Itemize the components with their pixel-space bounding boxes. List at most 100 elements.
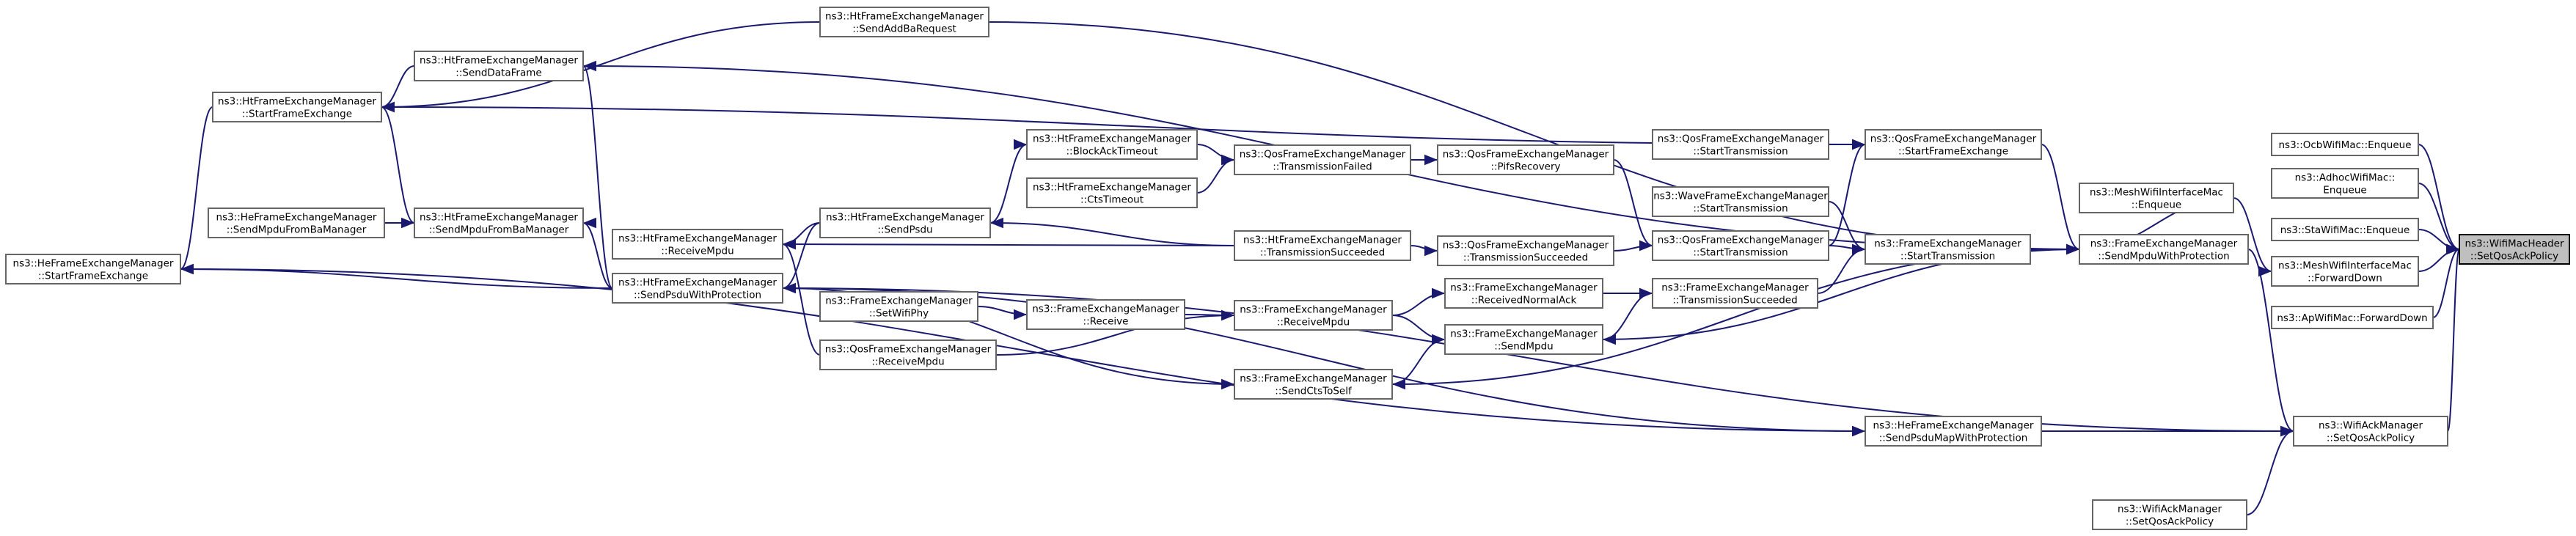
node-fe-txsucc[interactable]: ns3::FrameExchangeManager::TransmissionS…: [1652, 278, 1818, 309]
node-label-line: ::CtsTimeout: [1080, 194, 1144, 206]
node-fe-sendmpdu[interactable]: ns3::FrameExchangeManager::SendMpdu: [1444, 324, 1603, 355]
node-he-sendmpduba[interactable]: ns3::HeFrameExchangeManager::SendMpduFro…: [208, 208, 385, 238]
node-qos-pifs[interactable]: ns3::QosFrameExchangeManager::PifsRecove…: [1437, 144, 1614, 175]
node-hte-sendpsdu[interactable]: ns3::HtFrameExchangeManager::SendPsdu: [819, 208, 991, 238]
node-ack-setqos2[interactable]: ns3::WifiAckManager::SetQosAckPolicy: [2092, 499, 2247, 530]
node-box: [2293, 416, 2448, 447]
node-hte-sendpsduprot[interactable]: ns3::HtFrameExchangeManager::SendPsduWit…: [612, 273, 783, 304]
node-box: [5, 254, 181, 284]
edge-n_qos_txsucc-to-n_qos_starttx_b: [1613, 240, 1653, 252]
node-label-line: ns3::HtFrameExchangeManager: [1033, 133, 1191, 145]
node-hte-sendmpduba[interactable]: ns3::HtFrameExchangeManager::SendMpduFro…: [414, 208, 584, 238]
node-fe-starttx[interactable]: ns3::FrameExchangeManager::StartTransmis…: [1865, 234, 2031, 265]
node-box: [819, 291, 978, 322]
node-fe-recvnormalack[interactable]: ns3::FrameExchangeManager::ReceivedNorma…: [1444, 278, 1603, 309]
node-label-line: ns3::WaveFrameExchangeManager: [1653, 191, 1828, 202]
edge-n_ack_setqos2-to-n_ack_setqos: [2246, 425, 2294, 515]
node-label-line: ns3::HtFrameExchangeManager: [1243, 235, 1402, 246]
node-box: [1444, 278, 1603, 309]
node-box: [1437, 144, 1614, 175]
node-adhoc-enqueue[interactable]: ns3::AdhocWifiMac::Enqueue: [2271, 168, 2419, 199]
node-label-line: ::SendAddBaRequest: [852, 23, 956, 35]
node-box: [1652, 186, 1829, 217]
edge-n_mesh_fwddown-to-n_hdr_setqos: [2418, 243, 2460, 272]
node-qos-txfailed[interactable]: ns3::QosFrameExchangeManager::Transmissi…: [1234, 144, 1411, 175]
node-box: [1234, 369, 1393, 400]
node-fe-receive[interactable]: ns3::FrameExchangeManager::Receive: [1026, 299, 1185, 330]
edge-n_wave_starttx-to-n_fe_starttx: [1828, 201, 1866, 255]
node-ack-setqos[interactable]: ns3::WifiAckManager::SetQosAckPolicy: [2293, 416, 2448, 447]
edge-n_hte_ctstimeout-to-n_qos_txfailed: [1196, 154, 1235, 194]
node-box: [1865, 129, 2042, 160]
edge-n_hte_senddata-to-n_hte_startfe: [381, 65, 415, 113]
edge-n_hte_sendpsduprot-to-n_he_startfe: [180, 263, 613, 289]
node-box: [2079, 183, 2234, 213]
node-label-line: ns3::QosFrameExchangeManager: [1870, 133, 2037, 145]
node-hte-startfe[interactable]: ns3::HtFrameExchangeManager::StartFrameE…: [212, 92, 382, 122]
node-label-line: ns3::HtFrameExchangeManager: [826, 212, 984, 224]
node-label-line: ::StartFrameExchange: [38, 271, 148, 282]
edge-n_qos_recvmpdu-to-n_fe_recvmpdu: [995, 309, 1235, 356]
node-hte-recvmpdu[interactable]: ns3::HtFrameExchangeManager::ReceiveMpdu: [612, 229, 783, 260]
node-fe-sendmpduprot[interactable]: ns3::FrameExchangeManager::SendMpduWithP…: [2079, 234, 2249, 265]
node-wave-starttx[interactable]: ns3::WaveFrameExchangeManager::StartTran…: [1652, 186, 1829, 217]
node-label-line: ns3::FrameExchangeManager: [1240, 304, 1387, 316]
node-qos-recvmpdu[interactable]: ns3::QosFrameExchangeManager::ReceiveMpd…: [819, 339, 997, 370]
node-fe-sendcts[interactable]: ns3::FrameExchangeManager::SendCtsToSelf: [1234, 369, 1393, 400]
node-box: [1865, 234, 2031, 265]
node-label-line: ns3::FrameExchangeManager: [1661, 282, 1809, 294]
node-label-line: ns3::HtFrameExchangeManager: [618, 277, 777, 289]
node-sta-enqueue[interactable]: ns3::StaWifiMac::Enqueue: [2271, 218, 2419, 241]
node-box: [819, 339, 997, 370]
node-label-line: ::StartTransmission: [1693, 203, 1788, 215]
node-mesh-fwddown[interactable]: ns3::MeshWifiInterfaceMac::ForwardDown: [2271, 256, 2419, 287]
edge-n_hte_txsucc-to-n_hte_sendpsdu: [989, 217, 1235, 246]
node-label-line: ns3::FrameExchangeManager: [825, 295, 973, 307]
node-layer: ns3::HtFrameExchangeManager::SendAddBaRe…: [5, 7, 2570, 530]
node-fe-recvmpdu[interactable]: ns3::FrameExchangeManager::ReceiveMpdu: [1234, 300, 1393, 331]
node-box: [1444, 324, 1603, 355]
node-box: [1234, 300, 1393, 331]
node-label-line: ns3::HeFrameExchangeManager: [216, 212, 377, 224]
node-hte-ctstimeout[interactable]: ns3::HtFrameExchangeManager::CtsTimeout: [1026, 177, 1198, 208]
node-label-line: ns3::QosFrameExchangeManager: [1658, 235, 1824, 246]
node-box: [1234, 144, 1411, 175]
edge-n_hte_sendpsduprot-to-n_ack_setqos: [782, 287, 2294, 437]
node-hte-sendaddba[interactable]: ns3::HtFrameExchangeManager::SendAddBaRe…: [819, 7, 989, 37]
node-label-line: ns3::HeFrameExchangeManager: [13, 258, 174, 270]
node-label-line: ::StartTransmission: [1900, 251, 1995, 263]
node-mesh-enqueue[interactable]: ns3::MeshWifiInterfaceMac::Enqueue: [2079, 183, 2234, 213]
node-label-line: ::Receive: [1083, 316, 1129, 328]
node-hte-txsucc[interactable]: ns3::HtFrameExchangeManager::Transmissio…: [1234, 230, 1411, 261]
node-label-line: ::ForwardDown: [2308, 273, 2382, 284]
node-box: [208, 208, 385, 238]
node-box: [1652, 230, 1829, 261]
node-he-startfe[interactable]: ns3::HeFrameExchangeManager::StartFrameE…: [5, 254, 181, 284]
edge-n_hte_sendpsdu-to-n_hte_sendpsduprot: [782, 222, 821, 294]
node-qos-startfe[interactable]: ns3::QosFrameExchangeManager::StartFrame…: [1865, 129, 2042, 160]
node-hte-senddata[interactable]: ns3::HtFrameExchangeManager::SendDataFra…: [414, 51, 584, 81]
node-label-line: ::ReceiveMpdu: [871, 356, 944, 368]
node-box: [819, 208, 991, 238]
node-qos-starttx-b[interactable]: ns3::QosFrameExchangeManager::StartTrans…: [1652, 230, 1829, 261]
node-label-line: ::SendMpduFromBaManager: [429, 224, 569, 236]
node-fe-setwifiphy[interactable]: ns3::FrameExchangeManager::SetWifiPhy: [819, 291, 978, 322]
node-box: [2271, 218, 2419, 241]
node-he-sendpsdumap[interactable]: ns3::HeFrameExchangeManager::SendPsduMap…: [1865, 416, 2042, 447]
node-hte-blockack[interactable]: ns3::HtFrameExchangeManager::BlockAckTim…: [1026, 129, 1198, 160]
node-label-line: ::TransmissionSucceeded: [1672, 295, 1797, 306]
node-label-line: ::TransmissionSucceeded: [1463, 252, 1588, 264]
node-ap-fwddown[interactable]: ns3::ApWifiMac::ForwardDown: [2271, 306, 2434, 329]
node-qos-txsucc[interactable]: ns3::QosFrameExchangeManager::Transmissi…: [1437, 235, 1614, 266]
node-label-line: ::SendMpdu: [1494, 341, 1553, 353]
node-label-line: ::SendDataFrame: [455, 67, 541, 79]
node-ocb-enqueue[interactable]: ns3::OcbWifiMac::Enqueue: [2271, 133, 2419, 156]
node-box: [2092, 499, 2247, 530]
node-qos-starttx-a[interactable]: ns3::QosFrameExchangeManager::StartTrans…: [1652, 129, 1829, 160]
node-box: [1865, 416, 2042, 447]
node-label-line: ::TransmissionFailed: [1273, 161, 1372, 173]
node-label-line: ns3::FrameExchangeManager: [1450, 282, 1598, 294]
node-label-line: ::PifsRecovery: [1490, 161, 1560, 173]
node-label-line: ns3::StaWifiMac::Enqueue: [2280, 224, 2410, 236]
